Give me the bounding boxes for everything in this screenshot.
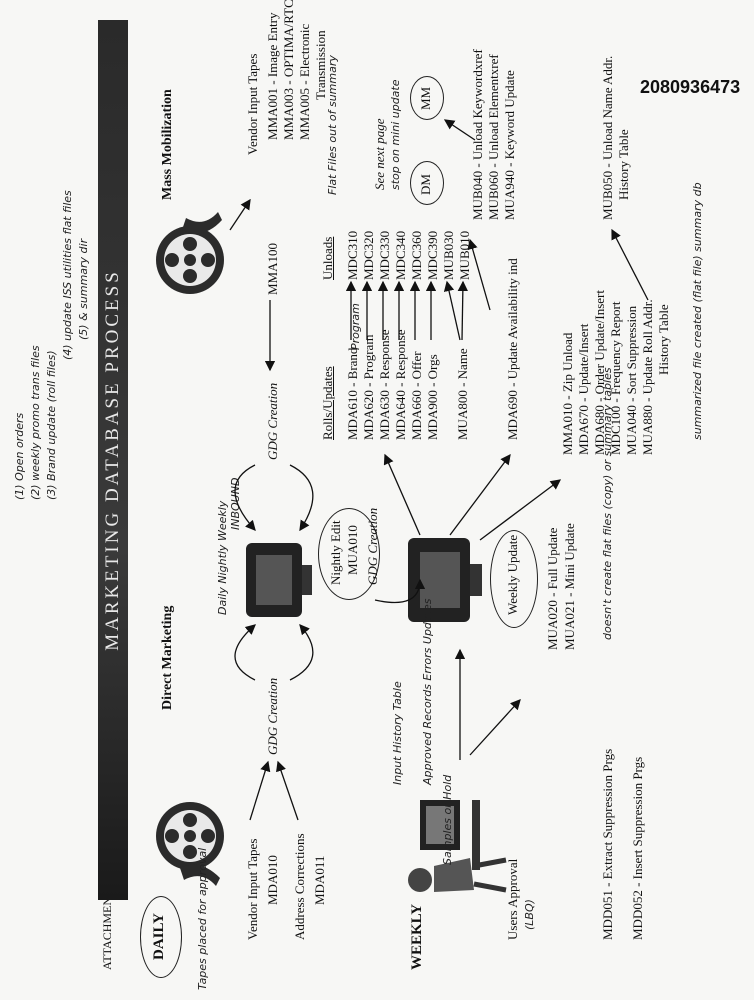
film-reel-icon (156, 802, 224, 886)
computer-terminal-icon (246, 543, 312, 617)
document-id: 2080936473 (640, 77, 741, 97)
user-at-computer-icon (408, 800, 507, 893)
computer-terminal-icon (408, 538, 482, 622)
film-reel-icon (156, 212, 224, 294)
